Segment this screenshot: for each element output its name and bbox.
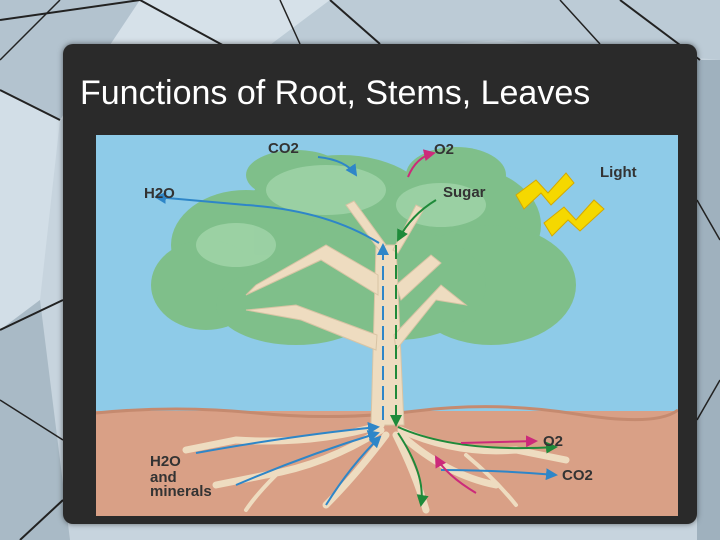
tree-function-diagram: CO2 O2 H2O Light Sugar O2 CO2 H2O and mi… [96,135,678,516]
xylem-flow-arrows [154,191,389,506]
light-bolts [515,172,605,237]
label-co2-bottom: CO2 [562,467,593,484]
label-h2o-bottom: H2O [150,453,181,470]
label-co2-top: CO2 [268,140,299,157]
label-and: and [150,469,177,486]
phloem-flow-arrows [390,199,558,507]
label-o2-bottom: O2 [543,433,563,450]
slide-title: Functions of Root, Stems, Leaves [80,74,591,112]
label-o2-top: O2 [434,141,454,158]
gas-exchange-arrows [317,149,558,494]
soil [96,411,678,516]
label-minerals: minerals [150,483,212,500]
label-h2o-top: H2O [144,185,175,202]
label-sugar: Sugar [443,184,486,201]
label-light: Light [600,164,637,181]
